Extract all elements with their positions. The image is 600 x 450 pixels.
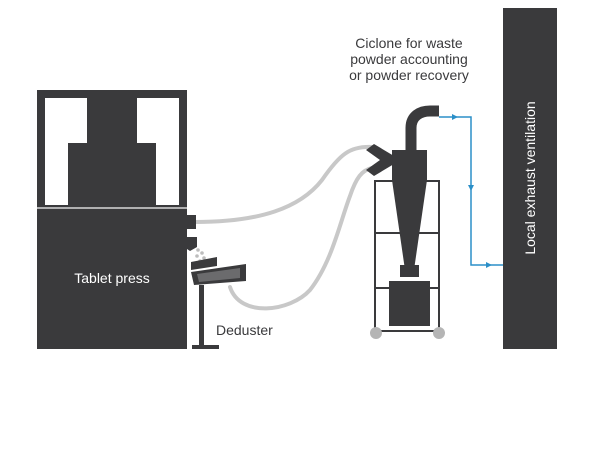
cyclone: Ciclone for waste powder accounting or p… (349, 35, 469, 339)
deduster-label: Deduster (216, 322, 273, 338)
cyclone-label-line-3: or powder recovery (349, 67, 469, 83)
arrow-right-icon (452, 114, 458, 120)
cyclone-label-line-2: powder accounting (350, 51, 468, 67)
deduster: Deduster (191, 257, 273, 349)
ventilation-label: Local exhaust ventilation (522, 101, 538, 254)
arrow-down-icon (468, 185, 474, 191)
tablet-press: Tablet press (37, 90, 197, 349)
airflow-arrows (452, 114, 492, 268)
hose-press-to-cyclone (193, 144, 374, 224)
cyclone-label-line-1: Ciclone for waste (355, 35, 463, 51)
arrow-right-icon (486, 262, 492, 268)
hose-deduster-to-cyclone (228, 166, 374, 311)
tablet-press-label: Tablet press (74, 270, 149, 286)
local-exhaust-ventilation: Local exhaust ventilation (503, 8, 557, 349)
